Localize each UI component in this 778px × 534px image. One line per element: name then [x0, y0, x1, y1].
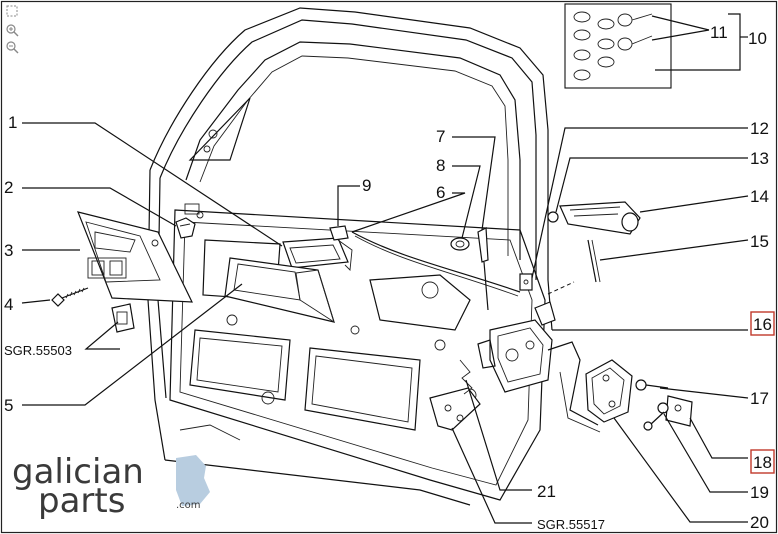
fit-icon[interactable] — [5, 4, 19, 18]
part-1-inner-handle[interactable] — [282, 237, 353, 271]
label-15[interactable]: 15 — [750, 232, 769, 251]
label-12[interactable]: 12 — [750, 119, 769, 138]
highlight-16 — [750, 311, 775, 336]
label-18[interactable]: 18 — [753, 453, 772, 472]
part-4-screw[interactable] — [51, 287, 89, 307]
label-14[interactable]: 14 — [750, 187, 769, 206]
label-9[interactable]: 9 — [362, 176, 371, 195]
label-3[interactable]: 3 — [4, 241, 13, 260]
galicia-map-icon — [176, 455, 210, 506]
logo-suffix: .com — [176, 500, 201, 511]
label-8[interactable]: 8 — [436, 156, 445, 175]
part-18-plate[interactable] — [665, 395, 693, 427]
logo-line1: galician — [12, 452, 144, 492]
part-15-rod[interactable] — [587, 239, 597, 283]
label-6[interactable]: 6 — [436, 183, 445, 202]
label-19[interactable]: 19 — [750, 483, 769, 502]
part-5-armrest[interactable] — [224, 257, 335, 324]
label-13[interactable]: 13 — [750, 149, 769, 168]
part-19-screw[interactable] — [643, 402, 669, 431]
label-4[interactable]: 4 — [4, 295, 13, 314]
part-21-plate[interactable] — [429, 387, 481, 431]
label-16[interactable]: 16 — [753, 315, 772, 334]
part-13-bushing[interactable] — [547, 211, 559, 223]
part-9-clip[interactable] — [329, 225, 349, 241]
zoom-in-icon[interactable] — [5, 23, 19, 37]
part-16-door-lock[interactable] — [477, 301, 556, 393]
door-frame — [147, 7, 553, 506]
part-7-lock-rod[interactable] — [477, 227, 489, 311]
label-2[interactable]: 2 — [4, 178, 13, 197]
label-7[interactable]: 7 — [436, 127, 445, 146]
label-17[interactable]: 17 — [750, 389, 769, 408]
label-20[interactable]: 20 — [750, 513, 769, 532]
ref-sgr-55517: SGR.55517 — [537, 517, 605, 532]
label-10[interactable]: 10 — [748, 29, 767, 48]
leader-lines — [21, 13, 749, 524]
label-21[interactable]: 21 — [537, 482, 556, 501]
part-8-grommet[interactable] — [450, 237, 470, 251]
part-6-rod[interactable] — [351, 231, 521, 293]
label-5[interactable]: 5 — [4, 396, 13, 415]
part-20-striker[interactable] — [585, 359, 633, 423]
part-12-bracket[interactable] — [519, 273, 533, 291]
part-3-handle-bezel[interactable] — [77, 211, 193, 303]
part-switch-55503[interactable] — [111, 303, 135, 333]
logo-line2: parts — [38, 481, 125, 521]
label-1[interactable]: 1 — [8, 113, 17, 132]
part-14-outer-handle[interactable] — [559, 201, 641, 235]
key-set-inset[interactable] — [564, 3, 672, 89]
zoom-out-icon[interactable] — [5, 40, 19, 54]
highlight-18 — [750, 449, 775, 474]
galicianparts-logo: galician parts .com — [12, 452, 210, 521]
part-17-bolt[interactable] — [635, 379, 669, 391]
part-labels: 1 2 3 4 SGR.55503 5 7 8 6 9 11 10 12 13 … — [4, 23, 772, 532]
label-11[interactable]: 11 — [710, 23, 728, 42]
door-edge — [547, 341, 599, 426]
part-2-clip[interactable] — [175, 217, 196, 239]
ref-sgr-55503: SGR.55503 — [4, 343, 72, 358]
